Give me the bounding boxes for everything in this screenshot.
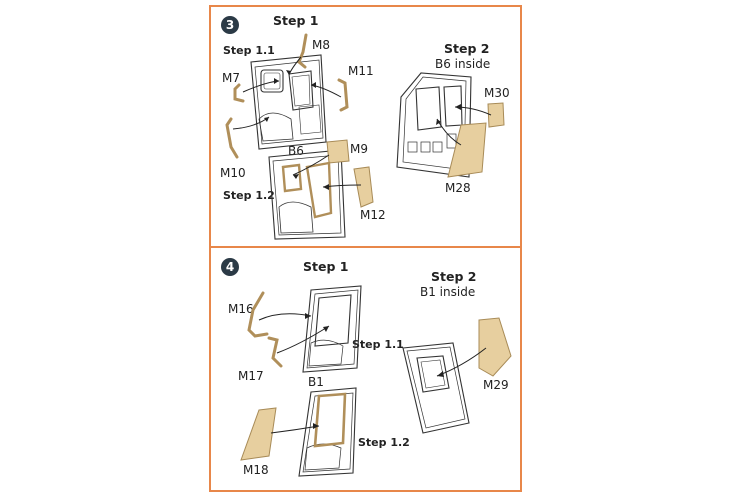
part-label-m12: M12 (360, 208, 386, 222)
part-label-m17: M17 (238, 369, 264, 383)
door-inside-b1 (402, 342, 470, 434)
part-label-m10: M10 (220, 166, 246, 180)
part-m12-shape (353, 166, 374, 208)
step-2-title: Step 2 (431, 269, 477, 284)
door-frame-step-1-1 (302, 285, 362, 373)
step-1-title: Step 1 (303, 259, 349, 274)
step-1-title: Step 1 (273, 13, 319, 28)
part-m18-shape (240, 407, 277, 461)
part-label-m29: M29 (483, 378, 509, 392)
step-1-2-label: Step 1.2 (358, 436, 410, 449)
step-2-subtitle: B6 inside (435, 57, 491, 71)
part-m7-shape (233, 83, 245, 103)
step-4-diagram (240, 285, 512, 477)
step-1-2-label: Step 1.2 (223, 189, 275, 202)
part-b1-window-seal (313, 392, 347, 448)
door-frame-step-1-2 (268, 149, 346, 240)
panel-number-badge: 3 (221, 16, 239, 34)
step-3-diagram (225, 33, 505, 240)
window-cutouts-step-1-1 (260, 69, 314, 111)
part-label-m18: M18 (243, 463, 269, 477)
part-m9-shape (326, 139, 350, 164)
part-b6-window-seal-right (305, 161, 333, 219)
part-m29-shape (478, 317, 512, 377)
part-label-m8: M8 (312, 38, 330, 52)
door-frame-step-1-2 (298, 387, 357, 477)
step-panel-3: 3 Step 1 Step 1.1 Step 1.2 Step 2 B6 ins… (209, 5, 522, 248)
step-2-subtitle: B1 inside (420, 285, 476, 299)
part-m17-shape (267, 336, 283, 368)
part-m8-shape (297, 33, 308, 69)
part-label-m11: M11 (348, 64, 374, 78)
part-b6-window-seal-left (281, 163, 303, 193)
step-panel-4: 4 Step 1 Step 1.1 Step 1.2 Step 2 B1 ins… (209, 248, 522, 492)
step-1-1-label: Step 1.1 (223, 44, 275, 57)
part-label-m28: M28 (445, 181, 471, 195)
step-1-1-label: Step 1.1 (352, 338, 404, 351)
part-m30-shape (487, 102, 505, 128)
step-2-title: Step 2 (444, 41, 490, 56)
part-m28-shape (447, 122, 487, 178)
door-frame-step-1-1 (250, 54, 327, 150)
part-m16-shape (247, 291, 269, 338)
part-label-b1: B1 (308, 375, 324, 389)
part-label-m30: M30 (484, 86, 510, 100)
part-label-m7: M7 (222, 71, 240, 85)
part-label-m16: M16 (228, 302, 254, 316)
part-m11-shape (337, 78, 349, 112)
assembly-arrows (258, 313, 487, 434)
part-m10-shape (225, 117, 239, 159)
panel-number-badge: 4 (221, 258, 239, 276)
part-label-m9: M9 (350, 142, 368, 156)
